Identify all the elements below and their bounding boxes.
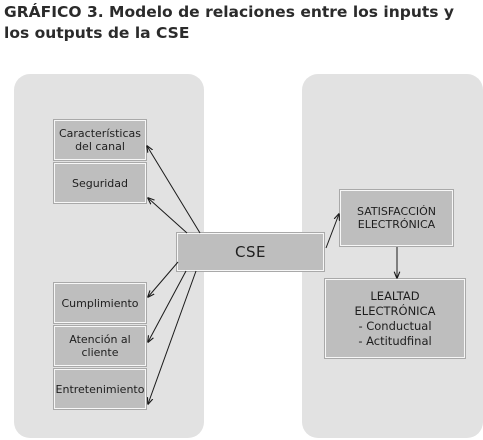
input-box-cumplimiento: Cumplimiento bbox=[54, 283, 146, 323]
output-label-line: SATISFACCIÓN bbox=[357, 205, 436, 218]
arrow-to-atencion bbox=[148, 270, 187, 342]
outputs-panel bbox=[302, 74, 483, 438]
arrow-to-seguridad bbox=[148, 198, 188, 234]
output-label-line: ELECTRÓNICA bbox=[357, 218, 436, 231]
diagram-title: GRÁFICO 3. Modelo de relaciones entre lo… bbox=[4, 3, 455, 42]
arrow-cse-to-satisfaccion bbox=[325, 214, 339, 249]
input-label-line: Seguridad bbox=[72, 176, 128, 190]
input-box-caracteristicas: Características del canal bbox=[54, 120, 146, 160]
output-label-line: - Actitudfinal bbox=[358, 333, 432, 348]
input-label-line: Atención al bbox=[69, 333, 131, 346]
arrow-to-entretenimiento bbox=[148, 270, 197, 404]
input-box-seguridad: Seguridad bbox=[54, 163, 146, 203]
input-label-line: cliente bbox=[81, 346, 119, 359]
input-label-line: del canal bbox=[75, 140, 125, 153]
cse-box: CSE bbox=[177, 233, 324, 271]
output-box-satisfaccion: SATISFACCIÓN ELECTRÓNICA bbox=[340, 190, 453, 246]
input-label-line: Entretenimiento bbox=[55, 382, 145, 396]
output-box-lealtad: LEALTAD ELECTRÓNICA - Conductual - Actit… bbox=[325, 279, 465, 358]
output-label-line: ELECTRÓNICA bbox=[354, 303, 436, 318]
input-box-atencion: Atención al cliente bbox=[54, 326, 146, 366]
arrow-to-cumplimiento bbox=[148, 261, 179, 297]
input-box-entretenimiento: Entretenimiento bbox=[54, 369, 146, 409]
arrow-to-caracteristicas bbox=[147, 146, 201, 234]
output-label-line: LEALTAD bbox=[370, 288, 420, 303]
input-label-line: Cumplimiento bbox=[61, 296, 139, 310]
input-label-line: Características bbox=[58, 127, 141, 140]
output-label-line: - Conductual bbox=[358, 318, 432, 333]
cse-label: CSE bbox=[235, 242, 266, 261]
